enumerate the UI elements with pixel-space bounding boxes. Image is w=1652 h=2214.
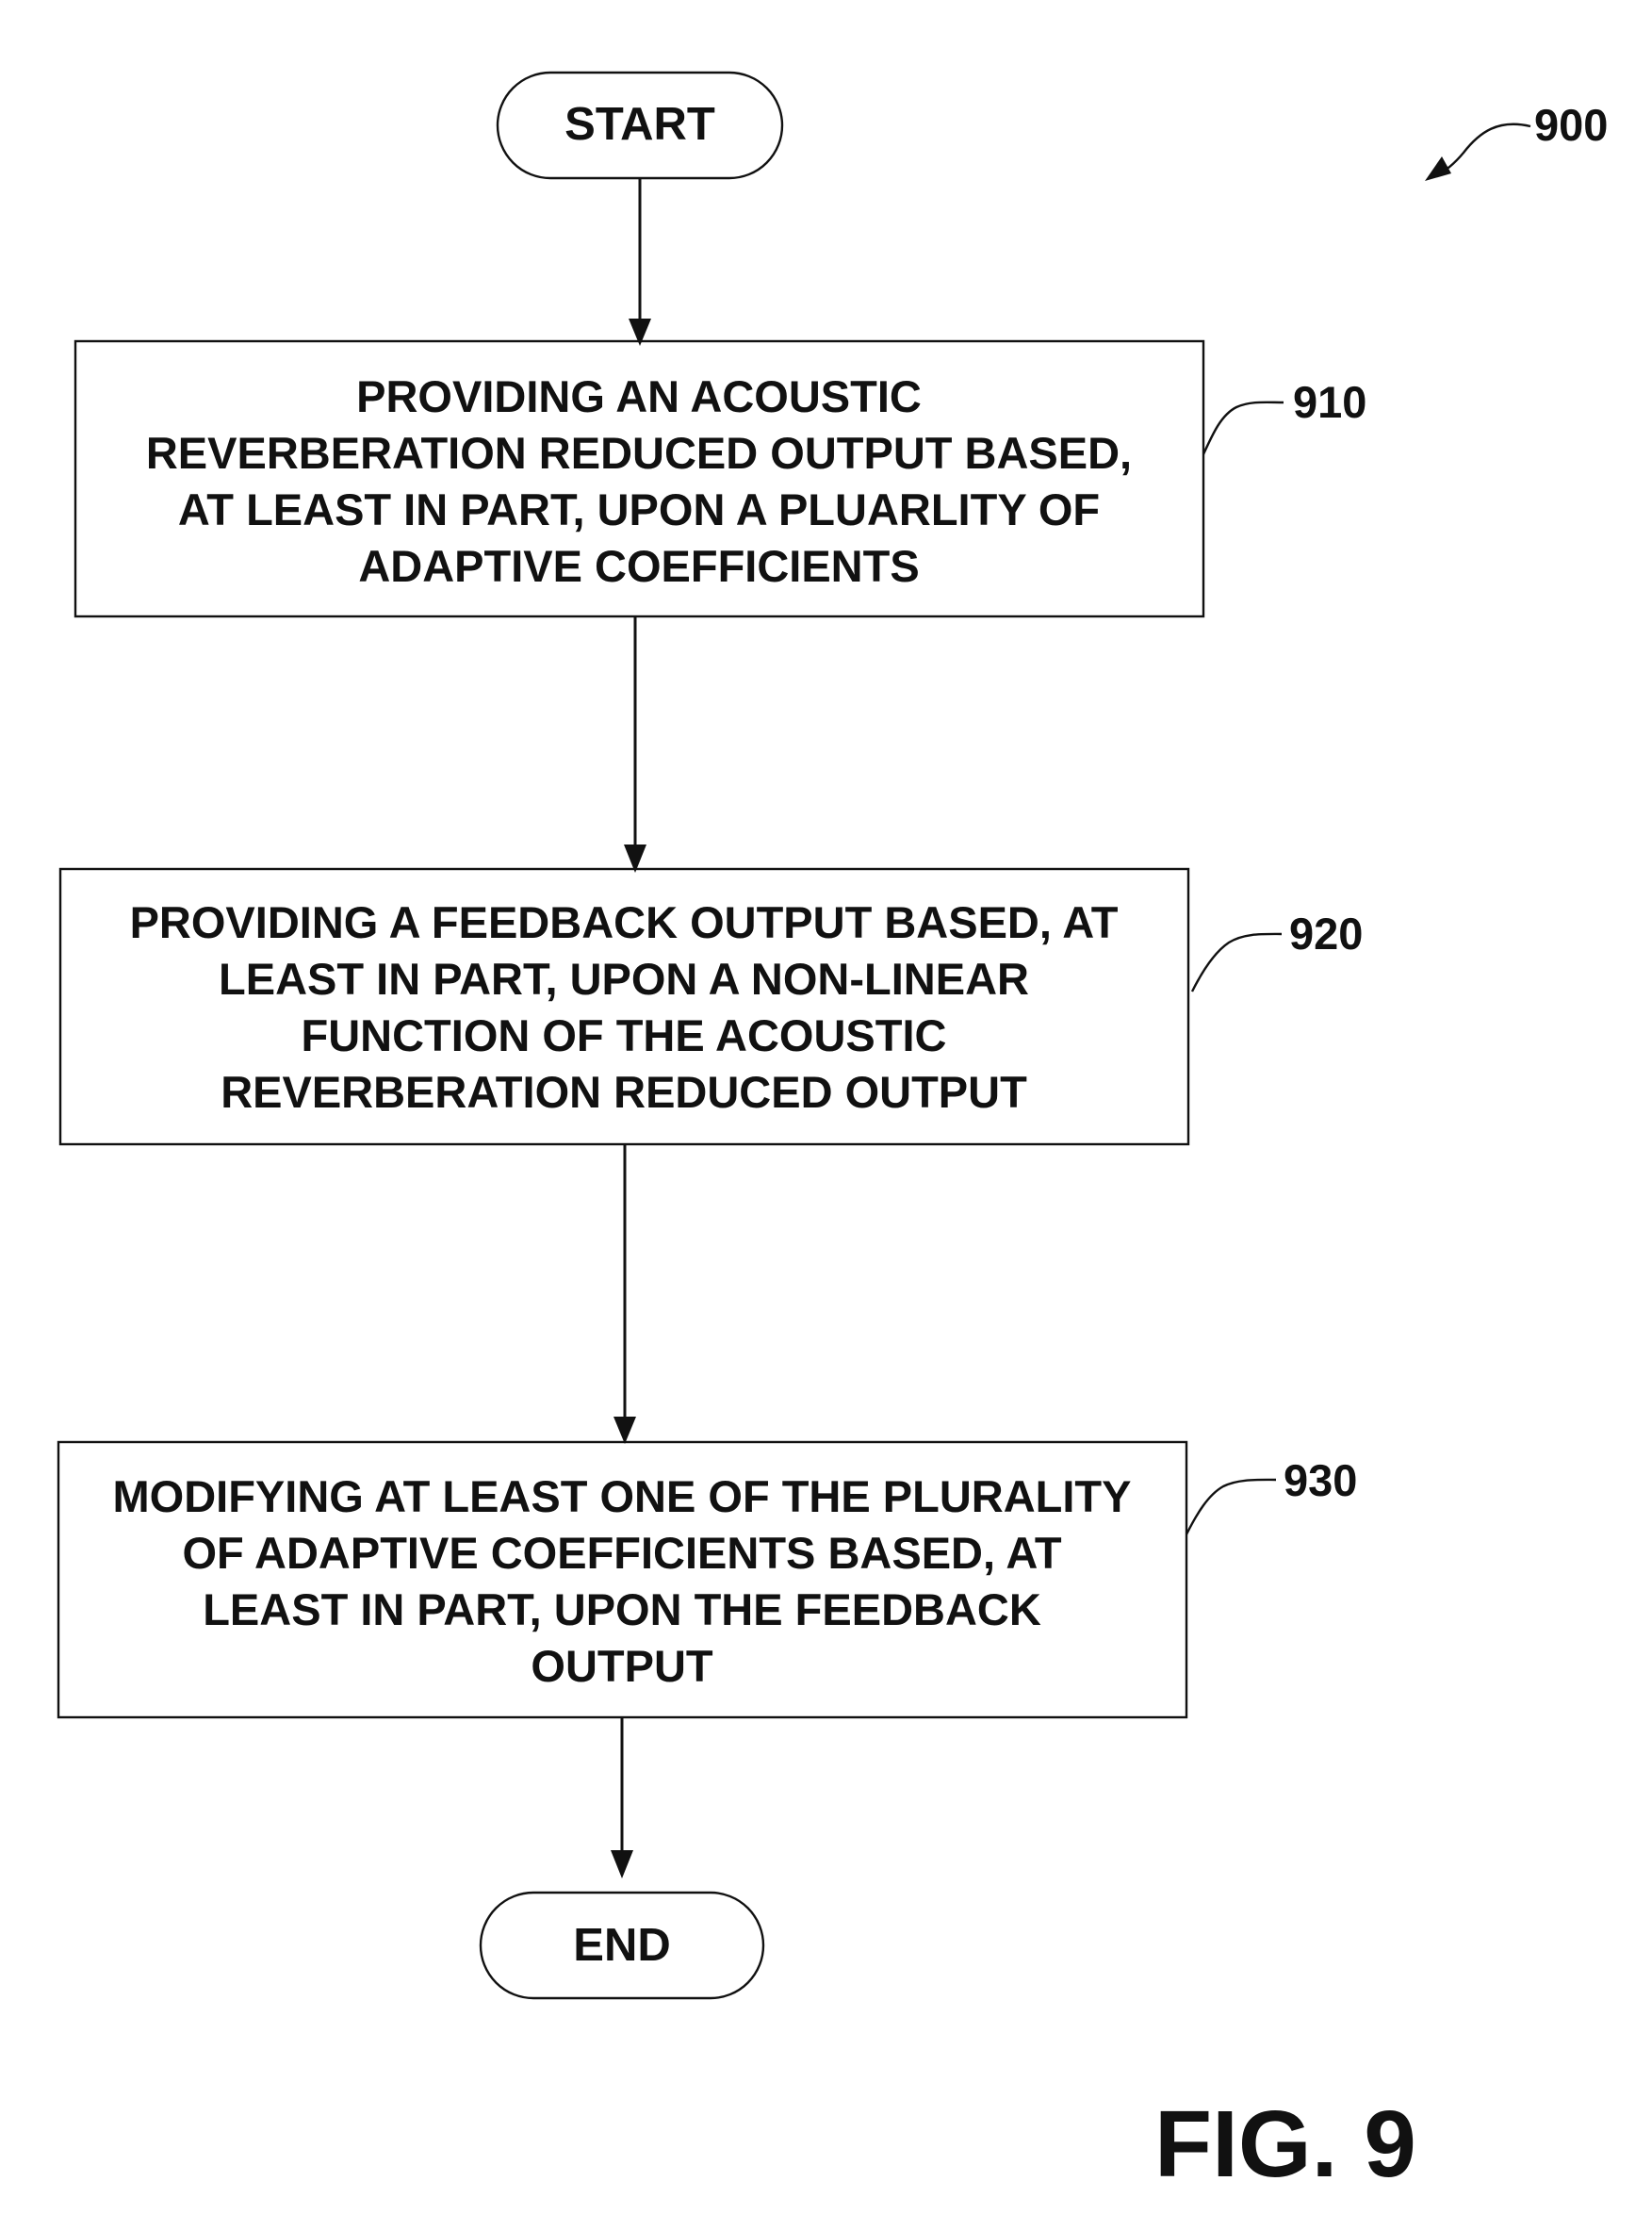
figure-reference: 900: [1425, 100, 1608, 181]
figure-caption: FIG. 9: [1154, 2091, 1416, 2197]
end-label: END: [573, 1920, 670, 1971]
step-920-reference: 920: [1192, 909, 1363, 992]
step-910-reference: 910: [1203, 377, 1366, 454]
figure-reference-leader: [1436, 124, 1530, 175]
step-920-line-4: REVERBERATION REDUCED OUTPUT: [221, 1067, 1027, 1117]
step-920-leader: [1192, 934, 1282, 992]
connector-910-to-920: [624, 616, 646, 873]
step-910-line-4: ADAPTIVE COEFFICIENTS: [358, 541, 919, 591]
start-terminal: START: [498, 73, 782, 178]
connector-start-to-910: [629, 178, 651, 346]
step-930-line-1: MODIFYING AT LEAST ONE OF THE PLURALITY: [113, 1471, 1132, 1521]
figure-reference-number: 900: [1534, 100, 1608, 150]
step-930-leader: [1186, 1480, 1276, 1534]
connector-920-to-930: [613, 1144, 636, 1444]
process-step-930: MODIFYING AT LEAST ONE OF THE PLURALITY …: [58, 1442, 1186, 1717]
process-step-910: PROVIDING AN ACOUSTIC REVERBERATION REDU…: [75, 341, 1203, 616]
step-920-ref-number: 920: [1289, 909, 1363, 959]
step-910-line-2: REVERBERATION REDUCED OUTPUT BASED,: [146, 428, 1132, 478]
step-930-line-3: LEAST IN PART, UPON THE FEEDBACK: [203, 1584, 1041, 1634]
step-920-line-3: FUNCTION OF THE ACOUSTIC: [302, 1010, 947, 1060]
step-920-line-2: LEAST IN PART, UPON A NON-LINEAR: [219, 954, 1029, 1004]
process-step-920: PROVIDING A FEEDBACK OUTPUT BASED, AT LE…: [60, 869, 1188, 1144]
connector-930-to-end: [611, 1717, 633, 1878]
step-910-leader: [1203, 402, 1284, 454]
step-930-reference: 930: [1186, 1455, 1357, 1534]
figure-reference-arrowhead: [1425, 156, 1451, 181]
end-terminal: END: [481, 1893, 763, 1998]
step-930-ref-number: 930: [1284, 1455, 1357, 1505]
start-label: START: [564, 99, 715, 150]
step-910-line-1: PROVIDING AN ACOUSTIC: [356, 371, 922, 421]
step-910-line-3: AT LEAST IN PART, UPON A PLUARLITY OF: [178, 484, 1100, 534]
step-920-line-1: PROVIDING A FEEDBACK OUTPUT BASED, AT: [130, 897, 1119, 947]
step-910-ref-number: 910: [1293, 377, 1366, 427]
step-930-line-2: OF ADAPTIVE COEFFICIENTS BASED, AT: [182, 1528, 1061, 1578]
step-930-line-4: OUTPUT: [531, 1641, 713, 1691]
